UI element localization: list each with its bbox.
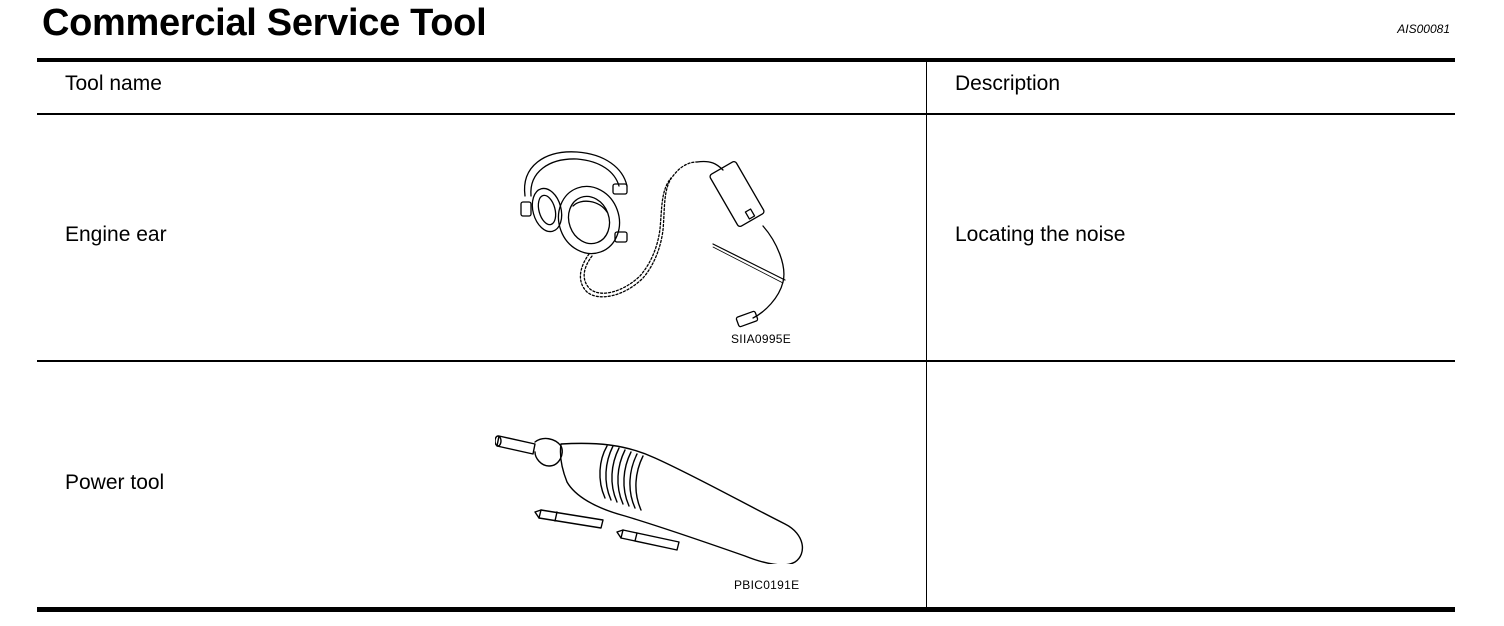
page-title: Commercial Service Tool [42,2,487,44]
header-tool-name: Tool name [65,72,162,95]
tool-name-engine-ear: Engine ear [65,223,167,246]
power-tool-icon [495,424,815,564]
tool-description-engine-ear: Locating the noise [955,223,1126,246]
row-divider [37,360,1455,362]
reference-code: AIS00081 [1397,22,1450,36]
illustration-code-power-tool: PBIC0191E [734,578,800,592]
tool-table: Tool name Description Engine ear [37,58,1455,612]
table-top-rule [37,58,1455,62]
table-bottom-rule [37,607,1455,612]
tool-name-power-tool: Power tool [65,471,165,494]
header-rule [37,113,1455,115]
engine-ear-icon [515,146,790,336]
header-description: Description [955,72,1061,95]
illustration-code-engine-ear: SIIA0995E [731,332,792,346]
column-divider [926,62,927,607]
